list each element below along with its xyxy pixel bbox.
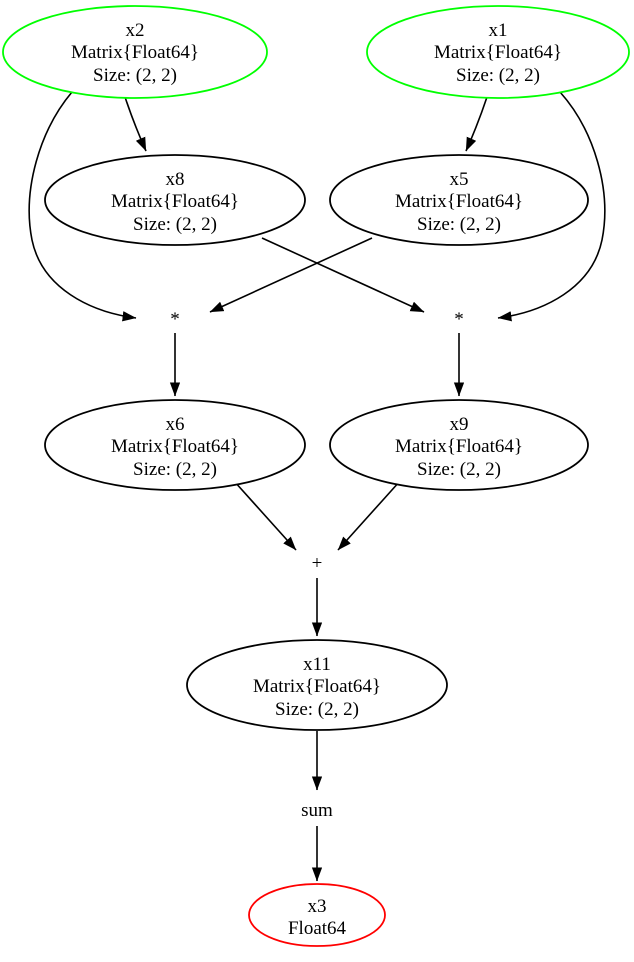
operator-sum: sum <box>301 800 333 821</box>
edge-x1-to-mul-right <box>497 91 606 322</box>
node-ellipse-group <box>2 5 630 947</box>
operator-multiply-right: * <box>454 309 464 330</box>
edge-x9-to-add <box>337 480 401 551</box>
edge-x2-to-x8 <box>124 96 147 152</box>
node-ellipse-x9[interactable] <box>329 399 589 491</box>
operator-multiply-left: * <box>170 309 180 330</box>
node-ellipse-x11[interactable] <box>186 639 448 731</box>
edge-x8-to-mul-right <box>261 237 425 313</box>
node-ellipse-x5[interactable] <box>329 154 589 246</box>
operator-add: + <box>311 553 323 574</box>
node-ellipse-x1[interactable] <box>366 5 630 99</box>
node-ellipse-x8[interactable] <box>44 154 306 246</box>
edge-x5-to-mul-left <box>209 237 373 313</box>
node-ellipse-x2[interactable] <box>2 5 268 99</box>
edge-x6-to-add <box>233 480 297 551</box>
node-ellipse-x3[interactable] <box>248 883 386 947</box>
edge-x1-to-x5 <box>465 96 488 152</box>
edge-x2-to-mul-left <box>28 91 137 322</box>
node-ellipse-x6[interactable] <box>44 399 306 491</box>
edge-group <box>28 91 606 882</box>
